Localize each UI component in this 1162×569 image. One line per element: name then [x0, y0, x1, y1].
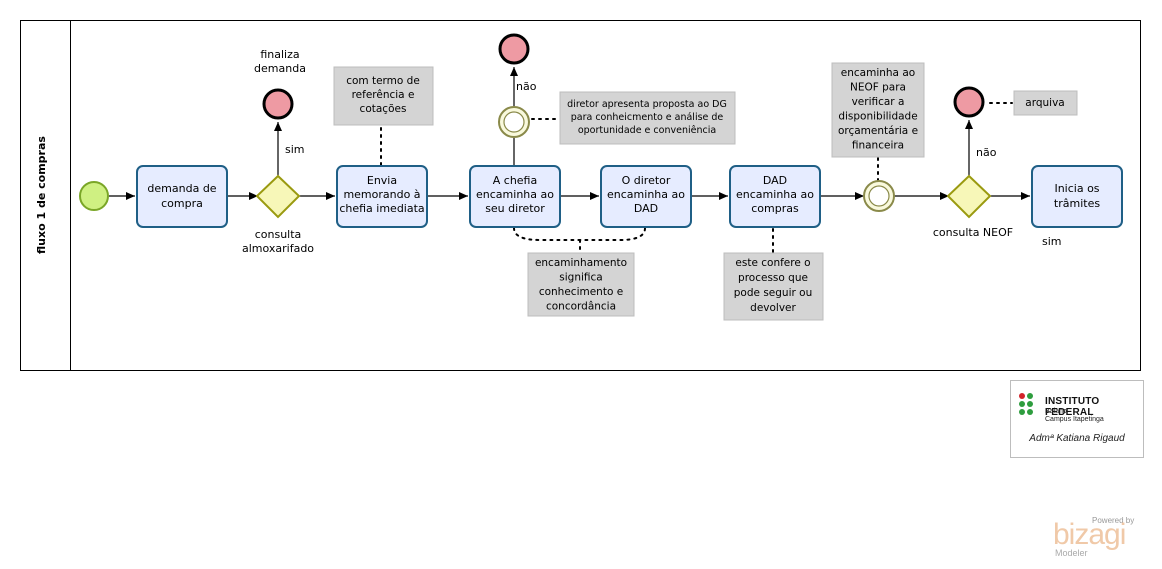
annotation-termo: com termo de referência e cotações	[333, 66, 434, 126]
sequence-flows	[109, 67, 1030, 200]
if-logo-icon	[1019, 393, 1041, 421]
task-demanda-de-compra[interactable]: demanda de compra	[136, 165, 228, 228]
end-event-nao[interactable]	[498, 33, 530, 65]
text-block: com termo de referência e cotações	[346, 75, 420, 115]
text-line: significa	[559, 272, 602, 284]
logo-subtitle-2: Campus Itapetinga	[1045, 416, 1104, 423]
text-block: Inicia os trâmites	[1054, 182, 1100, 210]
annotation-confere: este confere o processo que pode seguir ou…	[723, 252, 824, 321]
end-event-finaliza[interactable]	[262, 88, 294, 120]
gateway-consulta-almoxarifado[interactable]	[255, 174, 301, 219]
text-line: compras	[751, 202, 799, 215]
text-line: finaliza	[260, 48, 299, 61]
label-sim-1: sim	[285, 143, 305, 156]
text-line: com termo de	[346, 75, 420, 87]
text-line: DAD	[634, 202, 658, 215]
text-line: almoxarifado	[242, 242, 314, 255]
powered-by-text: Powered by	[1092, 516, 1135, 525]
label-nao-2: não	[976, 146, 997, 159]
text-line: O diretor	[622, 174, 671, 187]
text-line: encaminhamento	[535, 257, 627, 269]
associations	[380, 102, 1013, 254]
text-line: memorando à	[343, 188, 420, 201]
label-nao-1: não	[516, 80, 537, 93]
text-block: demanda de compra	[147, 182, 216, 210]
label-consulta-neof: consulta NEOF	[933, 226, 1013, 239]
text-block: encaminhamento significa conhecimento e con…	[535, 257, 627, 313]
text-line: devolver	[750, 302, 796, 314]
label-sim-2: sim	[1042, 235, 1062, 248]
institution-logo-box: INSTITUTO FEDERAL Baiano Campus Itapetin…	[1010, 380, 1144, 458]
text-line: encaminha ao	[841, 67, 915, 79]
text-line: arquiva	[1025, 97, 1064, 109]
text-line: financeira	[852, 140, 904, 152]
lane-label: fluxo 1 de compras	[35, 136, 48, 254]
text-line: diretor apresenta proposta ao DG	[567, 99, 727, 110]
author-name: Admª Katiana Rigaud	[1029, 433, 1125, 444]
text-line: processo que	[738, 272, 808, 284]
annotation-dg: diretor apresenta proposta ao DG para con…	[559, 91, 736, 145]
text-line: NEOF para	[850, 82, 906, 94]
text-line: chefia imediata	[339, 202, 424, 215]
text-line: conhecimento e	[539, 286, 623, 298]
text-line: seu diretor	[485, 202, 545, 215]
text-line: este confere o	[735, 257, 810, 269]
text-block: este confere o processo que pode seguir ou…	[734, 257, 812, 314]
text-line: oportunidade e conveniência	[578, 125, 716, 136]
text-block: diretor apresenta proposta ao DG para con…	[567, 99, 727, 136]
text-line: pode seguir ou	[734, 287, 812, 299]
text-line: orçamentária e	[838, 125, 918, 137]
text-line: trâmites	[1054, 197, 1100, 210]
text-line: disponibilidade	[838, 111, 917, 123]
start-event[interactable]	[79, 181, 109, 211]
text-line: para conheicmento e análise de	[571, 112, 724, 123]
intermediate-event-1[interactable]	[498, 106, 530, 138]
annotation-arquiva: arquiva	[1013, 90, 1078, 116]
bizagi-modeler-text: Modeler	[1055, 548, 1088, 558]
text-block: arquiva	[1025, 97, 1064, 109]
text-line: encaminha ao	[607, 188, 685, 201]
text-line: demanda de	[147, 182, 216, 195]
text-line: encaminha ao	[736, 188, 814, 201]
text-line: Inicia os	[1054, 182, 1099, 195]
logo-title: INSTITUTO FEDERAL	[1045, 396, 1100, 418]
text-line: verificar a	[852, 96, 905, 108]
text-line: concordância	[546, 301, 616, 313]
end-event-arquiva[interactable]	[953, 86, 985, 118]
text-line: demanda	[254, 62, 306, 75]
text-line: A chefia	[493, 174, 537, 187]
bizagi-logo: bizagi	[1053, 518, 1126, 551]
annotation-encaminhamento: encaminhamento significa conhecimento e con…	[527, 252, 635, 317]
text-line: Envia	[367, 174, 397, 187]
text-line: DAD	[763, 174, 787, 187]
task-inicia-tramites[interactable]: Inicia os trâmites	[1031, 165, 1123, 228]
text-line: encaminha ao	[476, 188, 554, 201]
annotation-neof: encaminha ao NEOF para verificar a disponib…	[831, 62, 925, 158]
text-line: compra	[161, 197, 203, 210]
text-line: consulta	[255, 228, 302, 241]
intermediate-event-2[interactable]	[863, 180, 895, 212]
text-line: cotações	[360, 103, 407, 115]
text-line: referência e	[352, 89, 415, 101]
text-block: encaminha ao NEOF para verificar a disponib…	[838, 67, 918, 152]
logo-subtitle-1: Baiano	[1045, 408, 1067, 415]
gateway-consulta-neof[interactable]	[946, 174, 992, 219]
